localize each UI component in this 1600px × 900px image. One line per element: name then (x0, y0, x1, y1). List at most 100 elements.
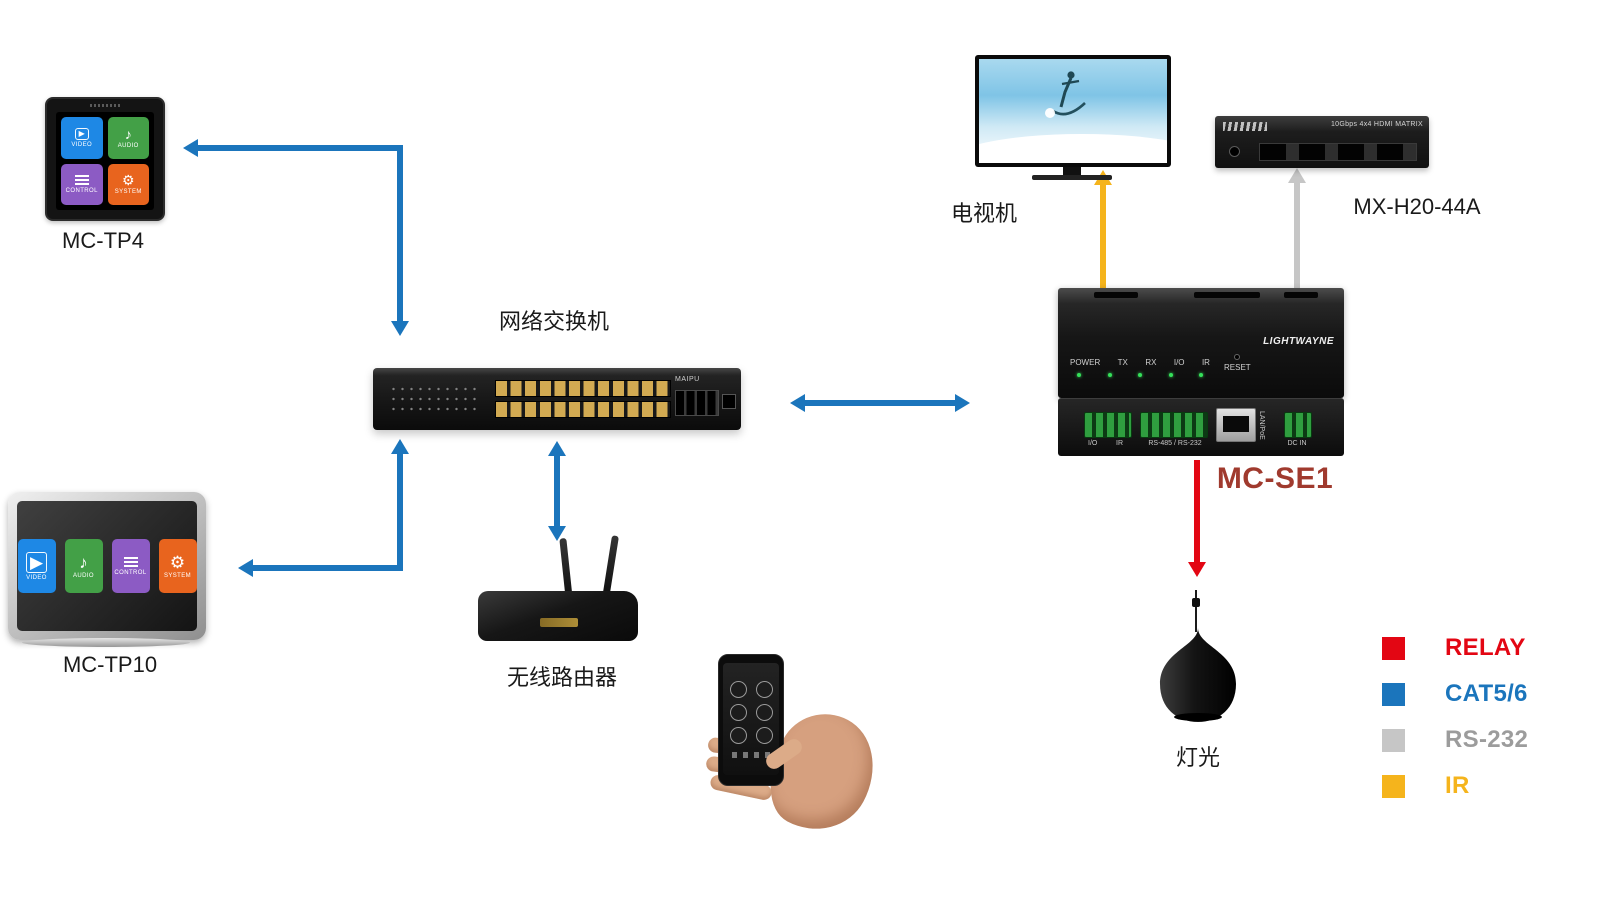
led-label: TX (1117, 358, 1128, 367)
led-label: RX (1145, 358, 1157, 367)
sliders-icon (123, 556, 138, 568)
legend-label: CAT5/6 (1445, 680, 1528, 707)
switch-brand: MAIPU (675, 376, 700, 383)
speaker-grill (90, 104, 120, 107)
legend-label: RS-232 (1445, 726, 1529, 753)
led-label: POWER (1070, 358, 1101, 367)
mc-se1-led-dots (1070, 373, 1210, 377)
arrow-segment (397, 452, 403, 568)
tile-system: ⚙ SYSTEM (107, 163, 149, 205)
lamp-shade (1160, 628, 1236, 722)
arrow-head (548, 441, 566, 456)
label-mx-h20-44a: MX-H20-44A (1353, 194, 1481, 219)
matrix-ports (1259, 143, 1417, 161)
arrow-segment (1194, 460, 1200, 564)
arrow-head (1188, 562, 1206, 577)
legend-item-rs232: RS-232 (1382, 726, 1529, 753)
lan-poe-port (1216, 408, 1256, 442)
tv-screen (979, 59, 1167, 163)
led-label: I/O (1173, 358, 1185, 367)
arrow-segment (397, 148, 403, 322)
mc-se1-brand: LIGHTWAYNE (1263, 336, 1334, 347)
arrow-segment (804, 400, 956, 406)
port-label-dc: DC IN (1287, 440, 1307, 447)
lamp-cord (1195, 590, 1197, 632)
port-label-io: I/O (1088, 440, 1098, 447)
tile-system: ⚙ SYSTEM (158, 539, 197, 593)
switch-port-row (495, 401, 671, 418)
status-led (1077, 373, 1081, 377)
switch-console-port (722, 394, 736, 409)
matrix-logo (1223, 122, 1267, 131)
phone-button (755, 680, 773, 698)
tile-label: AUDIO (72, 572, 94, 579)
legend-label: IR (1445, 772, 1470, 799)
arrow-segment (252, 565, 403, 571)
phone-button (755, 703, 773, 721)
tv-stand-base (1032, 175, 1112, 180)
tile-label: SYSTEM (163, 572, 192, 579)
arrow-head (391, 321, 409, 336)
arrow-segment (1100, 183, 1106, 288)
dc-in-terminal (1284, 412, 1312, 438)
led-label: IR (1201, 358, 1210, 367)
router-body (478, 591, 638, 641)
legend-swatch (1382, 636, 1405, 660)
device-mc-tp10: ▶ VIDEO ♪ AUDIO CONTROL ⚙ SYSTEM (8, 492, 206, 640)
router-antenna (602, 535, 619, 600)
mc-tp10-stand (22, 638, 190, 647)
play-icon: ▶ (74, 127, 89, 140)
phone-button (729, 726, 747, 744)
vent-slot (1284, 292, 1318, 298)
switch-led-block (389, 384, 481, 414)
serial-terminal (1140, 412, 1208, 438)
status-led (1199, 373, 1203, 377)
arrow-head (183, 139, 198, 157)
tile-audio: ♪ AUDIO (64, 539, 103, 593)
tile-control: CONTROL (111, 539, 150, 593)
reset-hole (1234, 354, 1241, 360)
reset-control: RESET (1224, 354, 1251, 372)
phone-button (755, 726, 773, 744)
smartphone-with-hand (700, 648, 894, 849)
device-mc-se1-rear: I/O IR RS-485 / RS-232 LAN/PoE DC IN (1058, 398, 1344, 456)
switch-sfp-slots (675, 390, 719, 416)
device-network-switch: MAIPU (373, 368, 741, 430)
label-mc-tp10: MC-TP10 (62, 652, 158, 677)
port-label-lan: LAN/PoE (1258, 411, 1265, 440)
arrow-segment (554, 454, 560, 528)
arrow-head (238, 559, 253, 577)
arrow-head (790, 394, 805, 412)
lamp-connector (1192, 598, 1200, 607)
tile-audio: ♪ AUDIO (107, 117, 149, 159)
label-lamp: 灯光 (1175, 745, 1220, 770)
gear-icon: ⚙ (169, 552, 186, 572)
snowboarder-graphic (1045, 71, 1086, 118)
matrix-panel-text: 10Gbps 4x4 HDMI MATRIX (1330, 121, 1423, 128)
legend: RELAY CAT5/6 RS-232 IR (1382, 634, 1529, 820)
legend-label: RELAY (1445, 634, 1526, 661)
arrow-segment (1294, 181, 1300, 288)
tile-label: CONTROL (65, 188, 98, 195)
router-badge (540, 618, 578, 627)
phone-dock (731, 751, 771, 758)
device-pendant-lamp (1150, 590, 1246, 730)
tile-label: AUDIO (117, 142, 139, 149)
io-ir-terminal (1084, 412, 1132, 438)
tile-video: ▶ VIDEO (61, 117, 103, 159)
mc-se1-led-labels: POWER TX RX I/O IR (1070, 358, 1210, 367)
gear-icon: ⚙ (121, 172, 135, 189)
vent-slot (1194, 292, 1260, 298)
tile-label: VIDEO (71, 141, 93, 148)
phone-button (729, 703, 747, 721)
legend-swatch (1382, 682, 1405, 706)
label-wireless-router: 无线路由器 (506, 665, 617, 690)
mc-tp4-screen: ▶ VIDEO ♪ AUDIO CONTROL ⚙ SYSTEM (56, 112, 154, 210)
tile-control: CONTROL (61, 163, 103, 205)
play-icon: ▶ (25, 551, 48, 573)
device-mc-se1-front: POWER TX RX I/O IR RESET LIGHTWAYNE (1058, 288, 1344, 398)
arrow-segment (197, 145, 403, 151)
label-mc-se1: MC-SE1 (1216, 462, 1334, 495)
status-led (1107, 373, 1112, 377)
